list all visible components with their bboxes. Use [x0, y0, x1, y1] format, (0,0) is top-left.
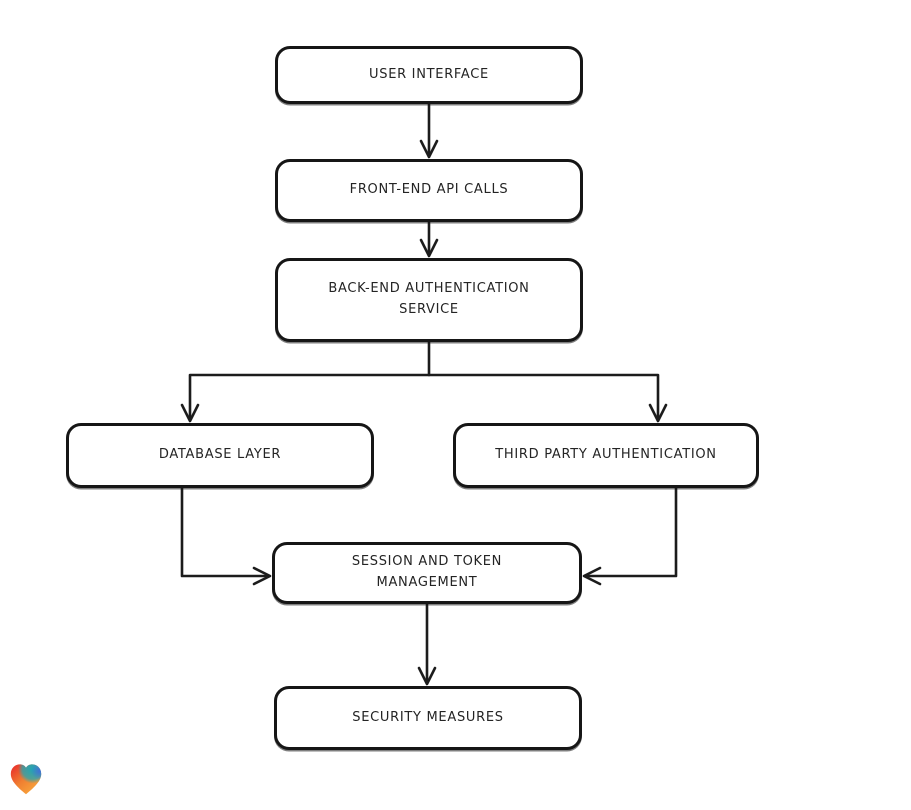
- edge-backend-to-thirdparty-arrowhead: [648, 403, 668, 423]
- node-session-and-token-management: SESSION AND TOKEN MANAGEMENT: [272, 542, 582, 604]
- node-user-interface: USER INTERFACE: [275, 46, 583, 104]
- node-label: BACK-END AUTHENTICATION SERVICE: [328, 281, 530, 317]
- edge-database-to-session-line: [180, 486, 271, 578]
- node-security-measures: SECURITY MEASURES: [274, 686, 582, 750]
- node-third-party-authentication: THIRD PARTY AUTHENTICATION: [453, 423, 759, 488]
- heart-shape-blue-overlay: [10, 764, 42, 795]
- node-label: SESSION AND TOKEN MANAGEMENT: [351, 554, 503, 590]
- node-front-end-api-calls: FRONT-END API CALLS: [275, 159, 583, 222]
- heart-logo: [10, 764, 42, 795]
- edge-api-to-backend-arrowhead: [419, 238, 439, 258]
- node-database-layer: DATABASE LAYER: [66, 423, 374, 488]
- edge-thirdparty-to-session-arrowhead: [582, 566, 602, 586]
- node-label: USER INTERFACE: [369, 66, 489, 82]
- node-label: SECURITY MEASURES: [352, 709, 504, 725]
- edge-session-to-security-arrowhead: [417, 666, 437, 686]
- node-label: THIRD PARTY AUTHENTICATION: [495, 447, 717, 463]
- edge-backend-branch-rail: [188, 373, 660, 422]
- edge-database-to-session-arrowhead: [252, 566, 272, 586]
- node-label: DATABASE LAYER: [158, 447, 282, 463]
- edge-thirdparty-to-session-line: [583, 486, 678, 578]
- node-back-end-authentication-service: BACK-END AUTHENTICATION SERVICE: [275, 258, 583, 342]
- node-label: FRONT-END API CALLS: [349, 182, 509, 198]
- edge-backend-to-database-arrowhead: [180, 403, 200, 423]
- edge-ui-to-api-arrowhead: [419, 139, 439, 159]
